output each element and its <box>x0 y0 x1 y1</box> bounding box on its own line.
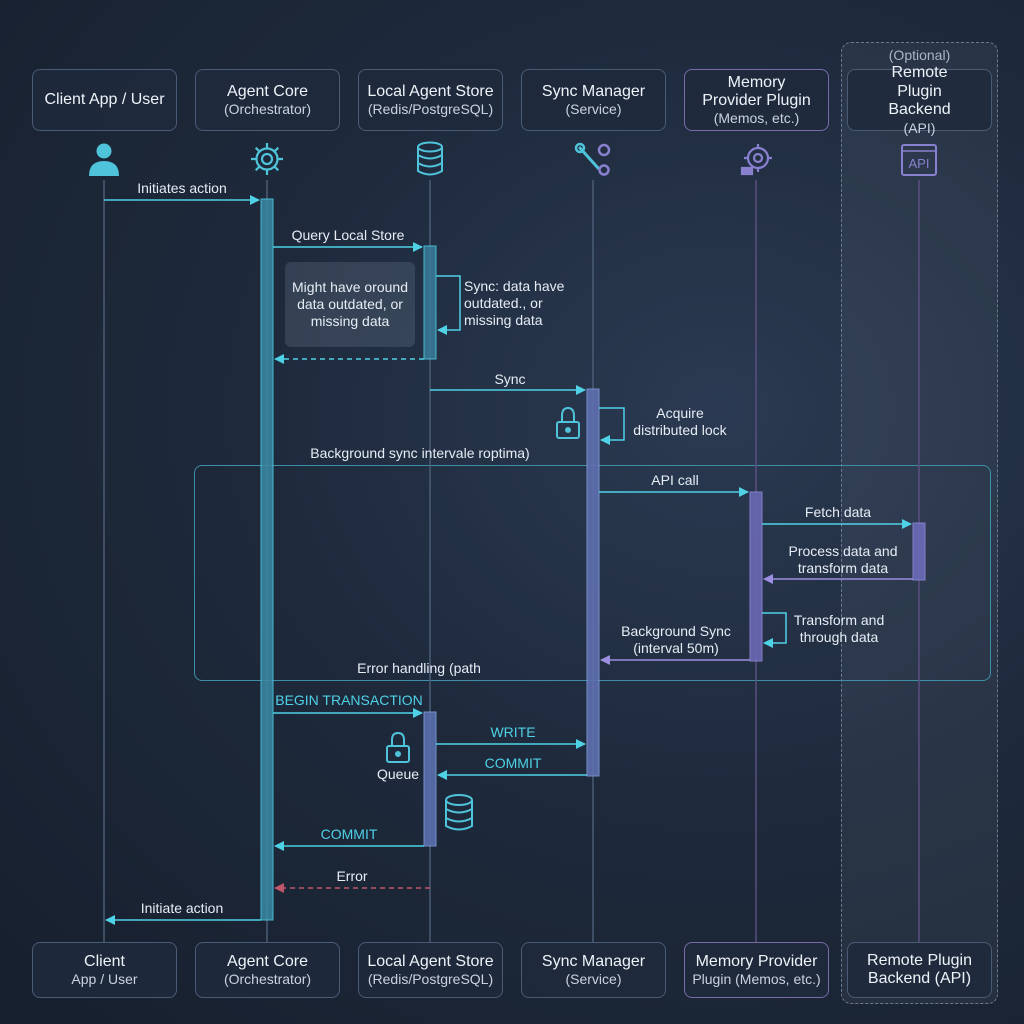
participant-subtitle: App / User <box>71 971 138 988</box>
api-icon: API <box>901 144 937 176</box>
label-commit-core: COMMIT <box>320 826 378 842</box>
participant-remote-bottom: Remote Plugin Backend (API) <box>847 942 992 998</box>
label-write: WRITE <box>490 724 536 740</box>
activation-store-2 <box>423 711 437 847</box>
msg-sync-self <box>436 275 461 335</box>
label-initiate-action: Initiate action <box>140 900 224 916</box>
label-acquire-lock: Acquire distributed lock <box>633 405 727 438</box>
label-sync: Sync <box>494 371 526 387</box>
label-sync-self: Sync: data have outdated., or missing da… <box>464 278 565 328</box>
participant-title: Client App / User <box>44 90 165 108</box>
activation-core <box>260 198 274 921</box>
participant-title: Local Agent Store <box>367 82 494 100</box>
note-box: Might have oround data outdated, or miss… <box>285 262 415 347</box>
label-error-handling: Error handling (path <box>357 660 481 676</box>
participant-store-bottom: Local Agent Store (Redis/PostgreSQL) <box>358 942 503 998</box>
label-commit-sync: COMMIT <box>484 755 542 771</box>
loop-label: Background sync intervale roptima) <box>310 445 530 461</box>
label-query-local-store: Query Local Store <box>291 227 405 243</box>
participant-title: Agent Core <box>227 952 308 970</box>
participant-subtitle: (Redis/PostgreSQL) <box>367 101 494 118</box>
participant-title: Sync Manager <box>541 952 646 970</box>
database-icon <box>417 141 443 176</box>
participant-client-top: Client App / User <box>32 69 177 131</box>
participant-remote-top: Remote Plugin Backend (API) <box>847 64 992 136</box>
gear-icon <box>251 143 283 175</box>
optional-label: (Optional) <box>888 47 951 63</box>
participant-subtitle: (Service) <box>565 101 622 118</box>
msg-transform-self <box>762 612 787 648</box>
participant-title: Memory Provider Plugin <box>702 73 811 109</box>
participant-subtitle: (Orchestrator) <box>223 971 312 988</box>
activations <box>260 198 926 921</box>
participant-subtitle: (Memos, etc.) <box>713 110 800 127</box>
participant-title: Client <box>84 952 125 970</box>
activation-remote <box>912 522 926 581</box>
participant-title: Agent Core <box>227 82 308 100</box>
label-process-data: Process data and transform data <box>788 543 898 576</box>
participant-title: Local Agent Store <box>367 952 494 970</box>
activation-store-1 <box>423 245 437 360</box>
svg-text:API: API <box>909 156 930 171</box>
store-database-icon <box>445 794 473 831</box>
participant-store-top: Local Agent Store (Redis/PostgreSQL) <box>358 69 503 131</box>
label-api-call: API call <box>651 472 699 488</box>
label-fetch-data: Fetch data <box>804 504 872 520</box>
label-background-sync: Background Sync (interval 50m) <box>621 623 731 656</box>
lock-icon <box>556 406 580 439</box>
participant-title: Remote Plugin Backend <box>888 64 951 119</box>
participant-core-bottom: Agent Core (Orchestrator) <box>195 942 340 998</box>
label-queue: Queue <box>376 766 420 782</box>
participant-core-top: Agent Core (Orchestrator) <box>195 69 340 131</box>
participant-sync-bottom: Sync Manager (Service) <box>521 942 666 998</box>
tools-icon <box>574 142 611 176</box>
participant-memory-bottom: Memory Provider Plugin (Memos, etc.) <box>684 942 829 998</box>
label-initiates-action: Initiates action <box>137 180 227 196</box>
label-error: Error <box>336 868 368 884</box>
participant-subtitle: (API) <box>903 119 936 136</box>
queue-lock-icon <box>386 731 410 763</box>
participant-sync-top: Sync Manager (Service) <box>521 69 666 131</box>
messages <box>104 195 913 925</box>
user-icon <box>89 143 119 176</box>
participant-subtitle: (Service) <box>565 971 622 988</box>
puzzle-gear-icon <box>740 144 772 176</box>
participant-title: Memory Provider <box>695 952 818 970</box>
label-begin-transaction: BEGIN TRANSACTION <box>275 692 423 708</box>
participant-subtitle: Plugin (Memos, etc.) <box>692 971 821 988</box>
participant-subtitle: (Redis/PostgreSQL) <box>367 971 494 988</box>
participant-client-bottom: Client App / User <box>32 942 177 998</box>
participant-title: Remote Plugin <box>867 951 972 969</box>
label-transform-through: Transform and through data <box>793 612 885 645</box>
activation-sync <box>586 388 600 777</box>
msg-acquire-lock <box>599 407 625 445</box>
participant-subtitle: Backend (API) <box>867 970 972 987</box>
participant-title: Sync Manager <box>541 82 646 100</box>
participant-subtitle: (Orchestrator) <box>223 101 312 118</box>
participant-memory-top: Memory Provider Plugin (Memos, etc.) <box>684 69 829 131</box>
activation-memory <box>749 491 763 662</box>
